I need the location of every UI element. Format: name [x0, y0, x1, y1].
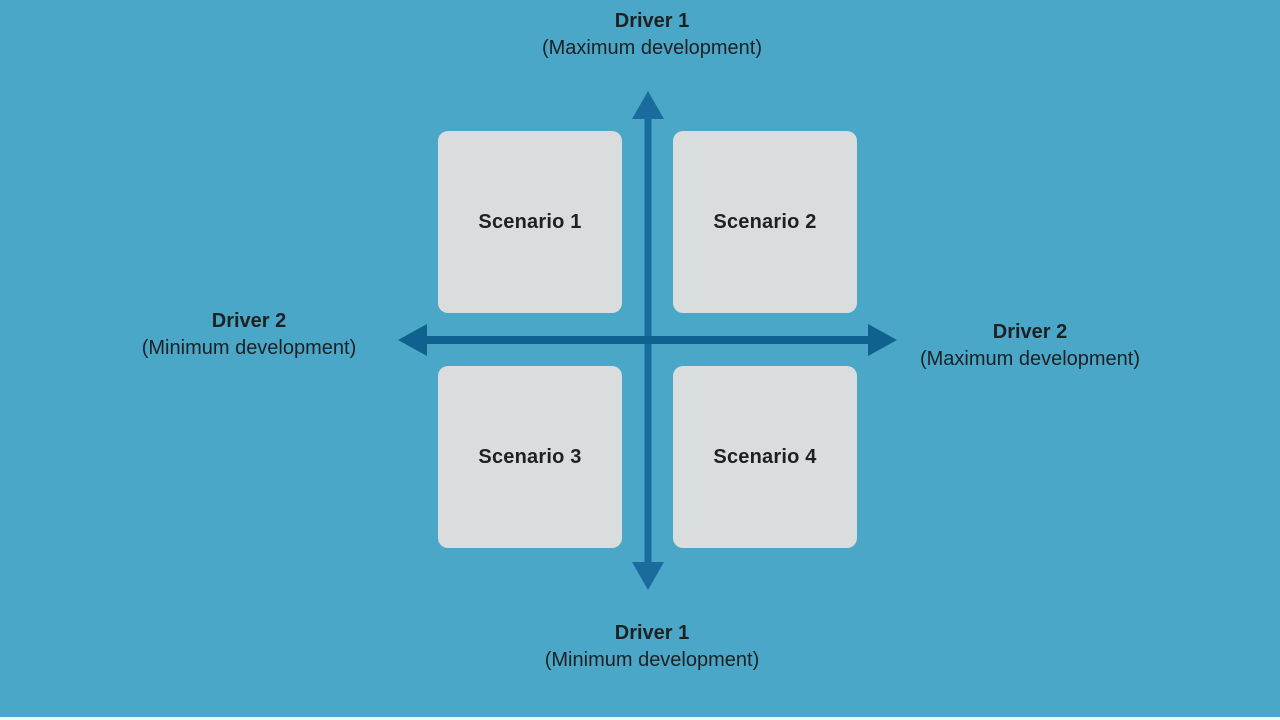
axis-label-right: Driver 2 (Maximum development) — [820, 319, 1240, 373]
bottom-edge-strip — [0, 717, 1280, 720]
arrowhead-right-icon — [868, 324, 897, 356]
quadrant-scenario-3-label: Scenario 3 — [478, 445, 582, 468]
quadrant-scenario-1-label: Scenario 1 — [478, 210, 582, 233]
quadrant-scenario-2: Scenario 2 — [673, 131, 857, 313]
axis-label-bottom-detail: (Minimum development) — [544, 649, 760, 671]
quadrant-scenario-2-label: Scenario 2 — [713, 210, 817, 233]
arrowhead-up-icon — [632, 91, 664, 119]
axis-label-right-driver: Driver 2 — [992, 321, 1068, 343]
axis-label-right-detail: (Maximum development) — [919, 348, 1141, 370]
axis-label-left: Driver 2 (Minimum development) — [39, 308, 459, 362]
arrowhead-left-icon — [398, 324, 427, 356]
axis-label-left-detail: (Minimum development) — [141, 337, 357, 359]
axis-label-bottom-driver: Driver 1 — [614, 622, 690, 644]
axis-label-top-detail: (Maximum development) — [541, 37, 763, 59]
quadrant-scenario-4-label: Scenario 4 — [713, 445, 817, 468]
arrowhead-down-icon — [632, 562, 664, 590]
axis-label-left-driver: Driver 2 — [211, 310, 287, 332]
axis-label-top-driver: Driver 1 — [614, 10, 690, 32]
axis-label-top: Driver 1 (Maximum development) — [442, 8, 862, 62]
quadrant-scenario-1: Scenario 1 — [438, 131, 622, 313]
quadrant-scenario-4: Scenario 4 — [673, 366, 857, 548]
quadrant-scenario-3: Scenario 3 — [438, 366, 622, 548]
axis-label-bottom: Driver 1 (Minimum development) — [442, 620, 862, 674]
